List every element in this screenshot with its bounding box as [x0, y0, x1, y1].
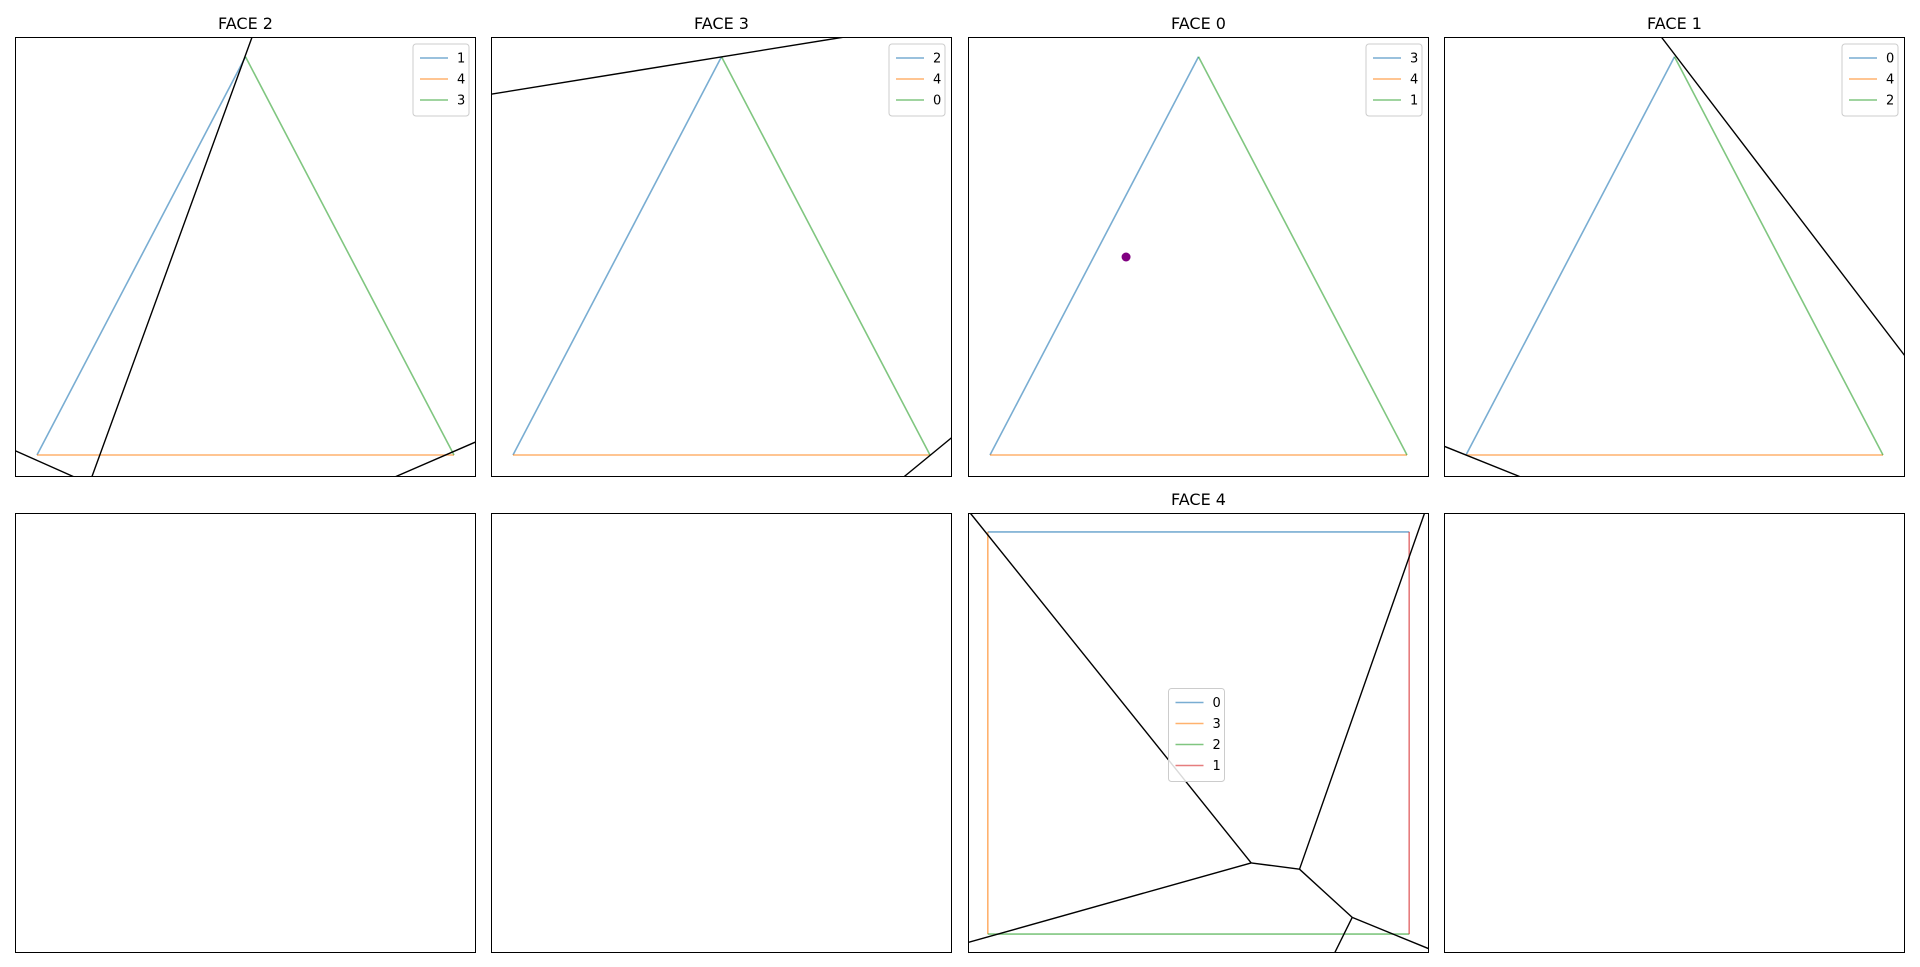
legend-label: 2 — [933, 52, 941, 67]
legend-label: 0 — [1886, 52, 1894, 67]
subplot-title: FACE 3 — [694, 14, 749, 33]
axes-frame — [968, 513, 1429, 953]
series-line-1 — [36, 56, 247, 456]
data-point — [1121, 252, 1131, 262]
plot-area — [491, 37, 952, 477]
subplot-6: FACE 4 0 3 2 1 — [968, 490, 1429, 953]
plot-area — [15, 37, 476, 477]
legend-label: 3 — [1410, 52, 1418, 67]
series-line-3 — [989, 56, 1200, 456]
voronoi-edge — [1251, 862, 1300, 870]
voronoi-edge — [1351, 916, 1429, 950]
legend-label: 4 — [933, 73, 941, 88]
legend-label: 2 — [1213, 738, 1221, 753]
series-line-0 — [720, 56, 931, 456]
axes-frame — [491, 513, 952, 953]
voronoi-edge — [1333, 917, 1353, 953]
voronoi-edge — [15, 449, 75, 477]
legend-box — [412, 43, 470, 117]
series-line-0 — [1465, 56, 1676, 456]
legend-label: 4 — [1886, 73, 1894, 88]
voronoi-edge — [968, 862, 1252, 944]
series-line-2 — [1673, 56, 1884, 456]
axes-frame — [1444, 37, 1905, 477]
voronoi-edge — [1298, 513, 1426, 870]
axes-frame — [15, 513, 476, 953]
plot-area — [989, 56, 1408, 456]
legend-box — [1168, 688, 1225, 782]
legend-label: 1 — [457, 52, 465, 67]
series-line-1 — [1197, 56, 1408, 456]
legend-box — [888, 43, 946, 117]
subplot-4 — [15, 513, 476, 953]
subplot-7 — [1444, 513, 1905, 953]
axes-frame — [968, 37, 1429, 477]
axes-frame — [1444, 513, 1905, 953]
legend-label: 0 — [1213, 696, 1221, 711]
subplot-1: FACE 3 2 4 0 — [491, 14, 952, 477]
axes-frame — [491, 37, 952, 477]
voronoi-edge — [91, 37, 253, 477]
voronoi-edge — [903, 436, 952, 477]
legend-label: 3 — [1213, 717, 1221, 732]
axes-frame — [15, 37, 476, 477]
voronoi-edge — [1660, 37, 1905, 357]
subplot-title: FACE 2 — [218, 14, 273, 33]
voronoi-edge — [491, 37, 845, 95]
subplot-0: FACE 2 1 4 3 — [15, 14, 476, 477]
legend: 0 3 2 1 — [1168, 688, 1225, 782]
subplot-title: FACE 0 — [1171, 14, 1226, 33]
series-line-3 — [244, 56, 455, 456]
legend-box — [1841, 43, 1899, 117]
plot-area — [1444, 37, 1905, 477]
legend: 1 4 3 — [412, 43, 470, 117]
legend-label: 1 — [1410, 94, 1418, 109]
legend-label: 3 — [457, 94, 465, 109]
voronoi-edge — [394, 441, 476, 477]
legend: 0 4 2 — [1841, 43, 1899, 117]
subplot-title: FACE 1 — [1647, 14, 1702, 33]
subplot-title: FACE 4 — [1171, 490, 1226, 509]
legend-box — [1365, 43, 1423, 117]
legend-label: 4 — [1410, 73, 1418, 88]
voronoi-edge — [1444, 445, 1522, 477]
subplot-3: FACE 1 0 4 2 — [1444, 14, 1905, 477]
legend-label: 0 — [933, 94, 941, 109]
voronoi-edge — [969, 513, 1252, 864]
series-line-2 — [512, 56, 723, 456]
legend-label: 1 — [1213, 759, 1221, 774]
legend: 3 4 1 — [1365, 43, 1423, 117]
subplot-2: FACE 0 3 4 1 — [968, 14, 1429, 477]
voronoi-edge — [1299, 868, 1353, 918]
plot-area — [968, 513, 1429, 953]
legend: 2 4 0 — [888, 43, 946, 117]
legend-label: 4 — [457, 73, 465, 88]
legend-label: 2 — [1886, 94, 1894, 109]
subplot-5 — [491, 513, 952, 953]
